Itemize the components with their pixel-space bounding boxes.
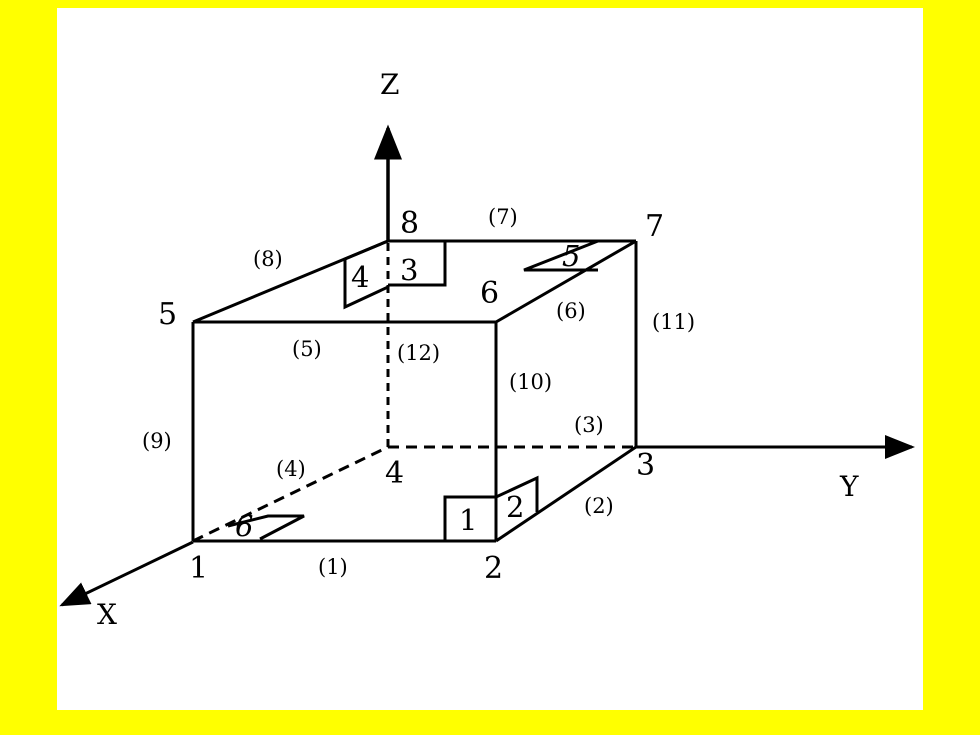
edge-label: (1)	[318, 555, 348, 579]
edge-label: (10)	[509, 370, 552, 394]
face-label: 4	[351, 260, 369, 294]
face-label: 2	[506, 490, 524, 524]
z-axis-label: Z	[380, 68, 399, 101]
edge-6	[495, 239, 637, 324]
x-axis-label: X	[97, 598, 117, 631]
node-label: 2	[484, 551, 503, 586]
edge-label: (5)	[292, 337, 322, 361]
face-label: 3	[400, 253, 418, 287]
edge-label: (3)	[574, 413, 604, 437]
face-label: 1	[459, 503, 477, 537]
node-label: 3	[636, 448, 655, 483]
edge-2	[495, 445, 637, 543]
face-3-marker	[388, 241, 447, 287]
face-label: 6	[235, 509, 253, 543]
edge-4-hidden	[192, 445, 389, 543]
edge-label: (4)	[276, 457, 306, 481]
face-label: 5	[562, 239, 580, 273]
face-5-marker	[523, 239, 599, 272]
edge-label: (6)	[556, 299, 586, 323]
x-axis	[59, 540, 194, 607]
diagram-panel	[57, 8, 923, 710]
node-label: 4	[385, 456, 404, 491]
node-label: 8	[400, 206, 419, 241]
face-1-marker	[443, 495, 496, 541]
face-6-marker	[227, 514, 305, 541]
node-label: 6	[480, 276, 499, 311]
face-2-marker	[495, 475, 539, 512]
node-label: 7	[645, 209, 664, 244]
node-label: 5	[158, 297, 177, 332]
face-4-marker	[343, 239, 389, 310]
y-axis-label: Y	[839, 470, 859, 503]
edge-label: (12)	[397, 341, 440, 365]
edge-label: (11)	[652, 310, 695, 334]
edge-label: (9)	[142, 429, 172, 453]
edge-label: (2)	[584, 494, 614, 518]
edge-label: (8)	[253, 247, 283, 271]
node-label: 1	[189, 551, 208, 586]
edge-label: (7)	[488, 205, 518, 229]
